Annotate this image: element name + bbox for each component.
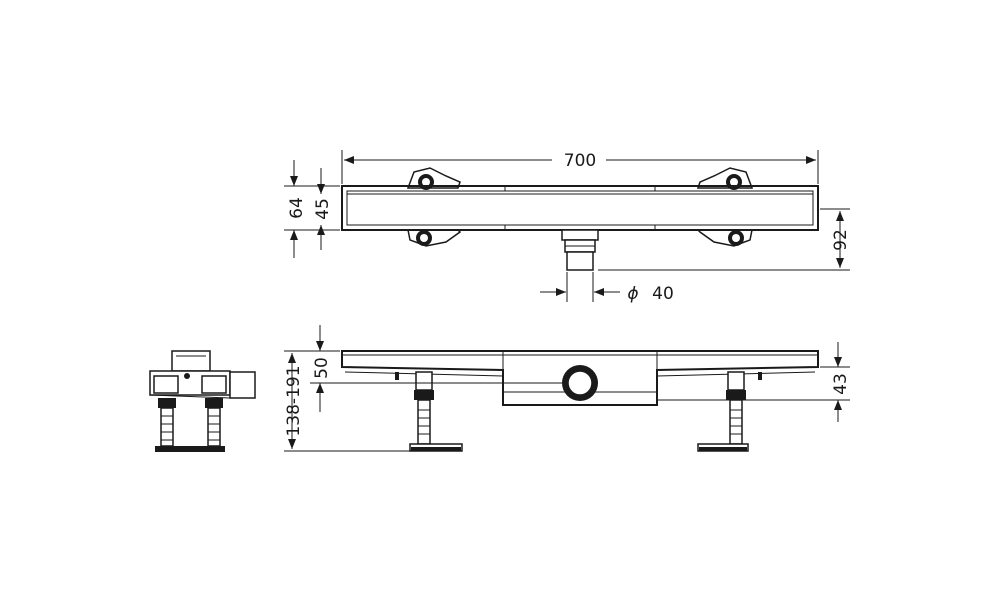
dim-outlet-diameter <box>540 272 620 302</box>
front-view: 138-191 50 43 <box>284 325 851 452</box>
top-view: 700 64 45 92 ϕ 40 <box>284 150 851 304</box>
dim-frame-height-value: 64 <box>287 197 307 219</box>
dim-channel-height-value: 45 <box>313 198 333 220</box>
mounting-clip-bottom-right <box>696 229 753 247</box>
dim-outlet-depth <box>598 208 850 271</box>
outlet-pipe <box>561 229 599 271</box>
dim-outlet-to-bottom-value: 43 <box>831 373 851 395</box>
mounting-clip-bottom-left <box>407 229 462 247</box>
dim-top-to-outlet-value: 50 <box>312 357 332 379</box>
mounting-clip-top-left <box>406 167 461 190</box>
dim-installation-height-value: 138-191 <box>284 365 304 436</box>
dim-outlet-diameter-symbol: ϕ <box>627 284 638 304</box>
adjustable-foot-right <box>697 371 749 452</box>
drain-channel-top <box>341 185 819 231</box>
side-end-view <box>149 350 256 452</box>
dim-overall-length <box>341 150 819 184</box>
dim-overall-length-value: 700 <box>564 151 596 171</box>
dim-outlet-depth-value: 92 <box>831 229 851 251</box>
adjustable-foot-left <box>409 371 463 452</box>
dim-outlet-diameter-value: 40 <box>652 284 674 304</box>
outlet-opening <box>562 365 598 401</box>
